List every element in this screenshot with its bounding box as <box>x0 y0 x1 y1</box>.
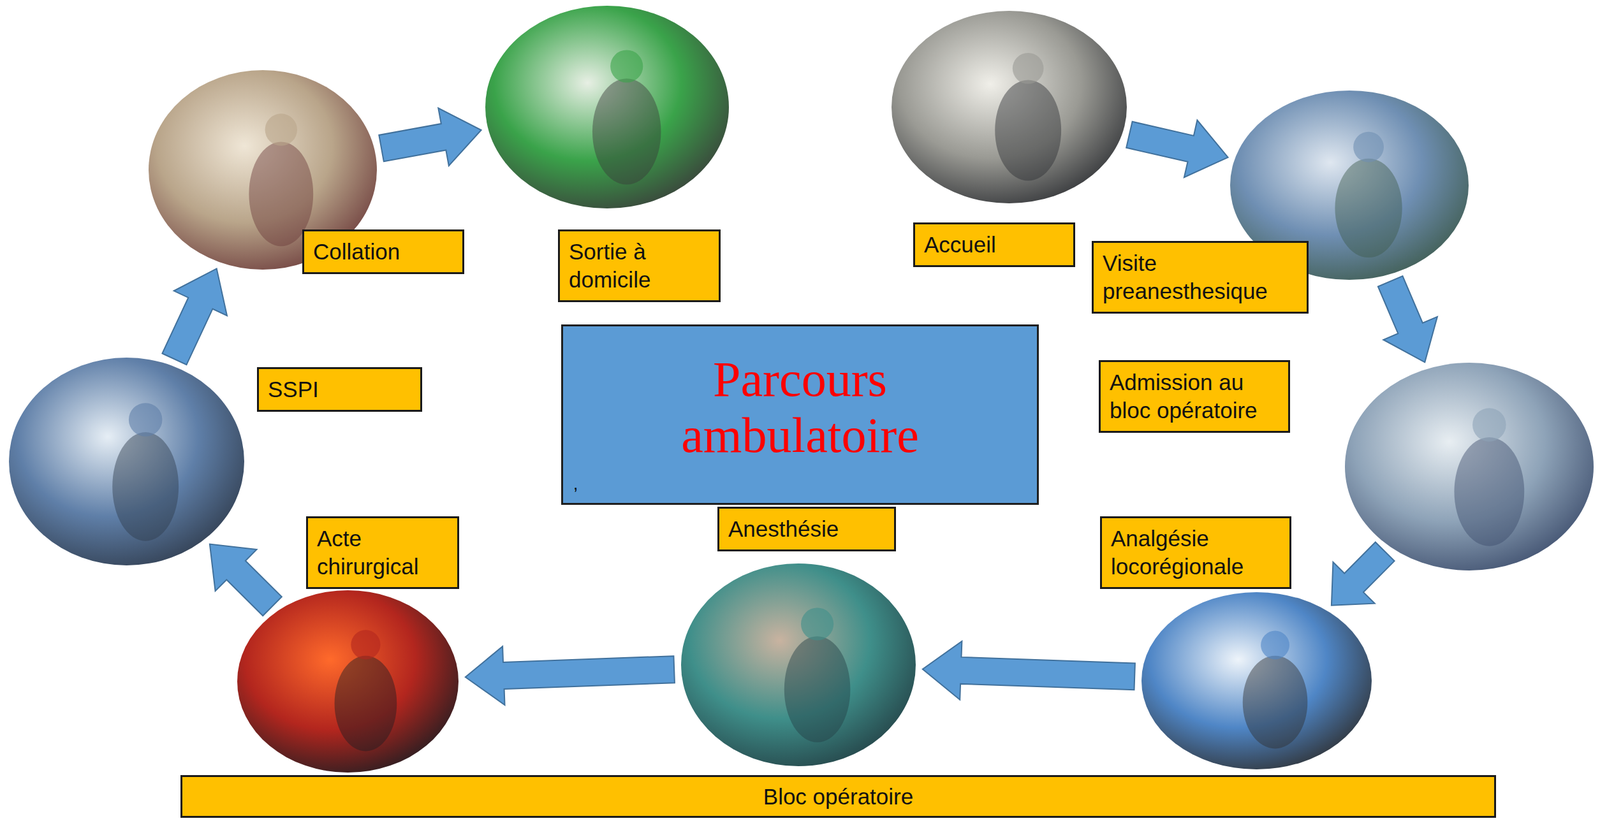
photo-head <box>610 49 643 83</box>
photo-disc <box>1141 592 1372 770</box>
step-circle: Sortie à domicile <box>484 5 730 210</box>
step-circle: Analgésie locorégionale <box>1140 591 1373 771</box>
photo-figure <box>1453 437 1525 547</box>
step-label: Analgésie locorégionale <box>1100 516 1292 590</box>
photo-head <box>1260 631 1290 661</box>
step-label-text: SSPI <box>267 375 412 404</box>
photo-ellipse <box>1140 591 1373 771</box>
step-label: Sortie à domicile <box>557 229 721 303</box>
photo-disc <box>891 10 1127 204</box>
step-label: Acte chirurgical <box>306 516 460 590</box>
photo-ellipse <box>236 589 460 774</box>
photo-disc <box>485 5 729 209</box>
photo-ellipse <box>8 357 245 567</box>
photo-figure <box>334 656 398 752</box>
step-label-text: Acte chirurgical <box>316 524 449 581</box>
step-label: Visite preanesthesique <box>1091 241 1309 314</box>
photo-ellipse <box>484 5 730 210</box>
photo-figure <box>112 432 179 542</box>
photo-disc <box>8 357 245 566</box>
title-box: Parcours ambulatoire, <box>561 324 1039 506</box>
step-label-text: Accueil <box>924 230 1065 259</box>
step-label-text: Visite preanesthesique <box>1102 249 1298 306</box>
step-circle: Collation <box>147 69 378 271</box>
stage-band: Bloc opératoire <box>180 775 1497 819</box>
step-label: Accueil <box>913 222 1076 268</box>
photo-head <box>265 113 298 146</box>
step-label: Collation <box>302 229 465 275</box>
band-text: Bloc opératoire <box>763 784 914 810</box>
photo-figure <box>784 636 851 743</box>
step-circle: SSPI <box>8 357 245 567</box>
photo-head <box>350 630 381 660</box>
photo-ellipse <box>890 10 1128 205</box>
flow-arrow <box>922 641 1136 701</box>
photo-head <box>1353 132 1384 163</box>
flow-arrow <box>1126 120 1228 178</box>
photo-figure <box>1334 158 1402 258</box>
step-circle: Anesthésie <box>680 563 917 768</box>
flow-arrow <box>209 544 282 617</box>
photo-figure <box>994 79 1062 181</box>
flow-arrow <box>1331 542 1395 606</box>
flow-arrow <box>1378 276 1438 363</box>
stray-mark: , <box>573 474 578 495</box>
step-circle: Accueil <box>890 10 1128 205</box>
flow-arrow <box>378 108 481 167</box>
step-label-text: Analgésie locorégionale <box>1110 524 1281 581</box>
flow-arrow <box>161 268 228 365</box>
photo-ellipse <box>680 563 917 768</box>
step-label-text: Anesthésie <box>728 515 886 544</box>
step-label-text: Collation <box>313 237 454 266</box>
step-label: Admission au bloc opératoire <box>1098 360 1291 434</box>
step-circle: Admission au bloc opératoire <box>1344 362 1595 572</box>
photo-disc <box>681 563 916 767</box>
step-label: Anesthésie <box>717 506 896 552</box>
flow-arrow <box>465 646 675 706</box>
photo-figure <box>1242 656 1308 750</box>
photo-disc <box>1344 362 1594 571</box>
step-label: SSPI <box>256 367 423 412</box>
photo-disc <box>237 590 459 773</box>
photo-head <box>800 607 834 641</box>
photo-figure <box>592 78 662 185</box>
step-label-text: Sortie à domicile <box>568 237 710 294</box>
title-text: Parcours ambulatoire <box>634 351 967 463</box>
photo-head <box>1472 408 1506 442</box>
step-circle: Acte chirurgical <box>236 589 460 774</box>
step-circle: Visite preanesthesique <box>1229 89 1470 281</box>
photo-ellipse <box>1344 362 1595 572</box>
photo-head <box>1012 52 1044 85</box>
step-label-text: Admission au bloc opératoire <box>1109 368 1280 425</box>
photo-head <box>128 403 162 437</box>
